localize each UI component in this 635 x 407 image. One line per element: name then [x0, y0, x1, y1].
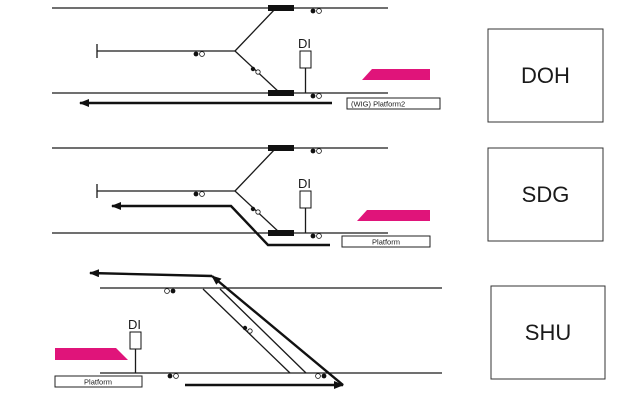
di-label: DI [298, 176, 311, 191]
platform-label: (WIG) Platform2 [351, 100, 405, 109]
platform-marker [362, 69, 430, 80]
platform-label-box: (WIG) Platform2 [346, 97, 441, 110]
track-circuit-block [268, 230, 294, 236]
track-circuit-block [268, 90, 294, 96]
di-label: DI [298, 36, 311, 51]
signal-icon [164, 288, 176, 294]
signal-icon [193, 51, 205, 57]
platform-label-box: Platform [341, 235, 431, 248]
track-circuit-block [268, 145, 294, 151]
di-label: DI [128, 317, 141, 332]
signal-icon [310, 93, 322, 99]
route-arrow-diagonal [211, 275, 344, 386]
platform-label: Platform [84, 378, 112, 387]
signal-icon [310, 233, 322, 239]
crossover-up [234, 7, 277, 52]
panel-doh: DI (WIG) Platform2 DOH [52, 5, 604, 123]
crossover-up [234, 147, 277, 192]
di-indicator: DI [298, 176, 312, 233]
station-code-box: DOH [487, 28, 604, 123]
route-arrow-upper [89, 269, 213, 278]
signal-icon [242, 325, 253, 334]
platform-marker [55, 348, 128, 360]
signal-icon [250, 66, 261, 75]
panel-shu: DI Platform SHU [54, 269, 606, 389]
crossover-track [202, 288, 291, 374]
signal-icon [250, 206, 261, 215]
station-code-box: SHU [490, 285, 606, 380]
route-arrow [111, 202, 330, 247]
signal-icon [193, 191, 205, 197]
station-code: DOH [521, 63, 570, 88]
platform-label: Platform [372, 238, 400, 247]
track-circuit-block [268, 5, 294, 11]
di-indicator: DI [128, 317, 142, 373]
signal-icon [315, 373, 327, 379]
signal-icon [167, 373, 179, 379]
panel-sdg: DI Platform SDG [52, 145, 604, 248]
signal-icon [310, 148, 322, 154]
platform-label-box: Platform [54, 375, 143, 388]
crossover-track [219, 288, 307, 374]
station-code: SHU [525, 320, 571, 345]
station-code: SDG [522, 182, 570, 207]
platform-marker [357, 210, 430, 221]
di-indicator: DI [298, 36, 312, 93]
signal-icon [310, 8, 322, 14]
station-code-box: SDG [487, 147, 604, 242]
